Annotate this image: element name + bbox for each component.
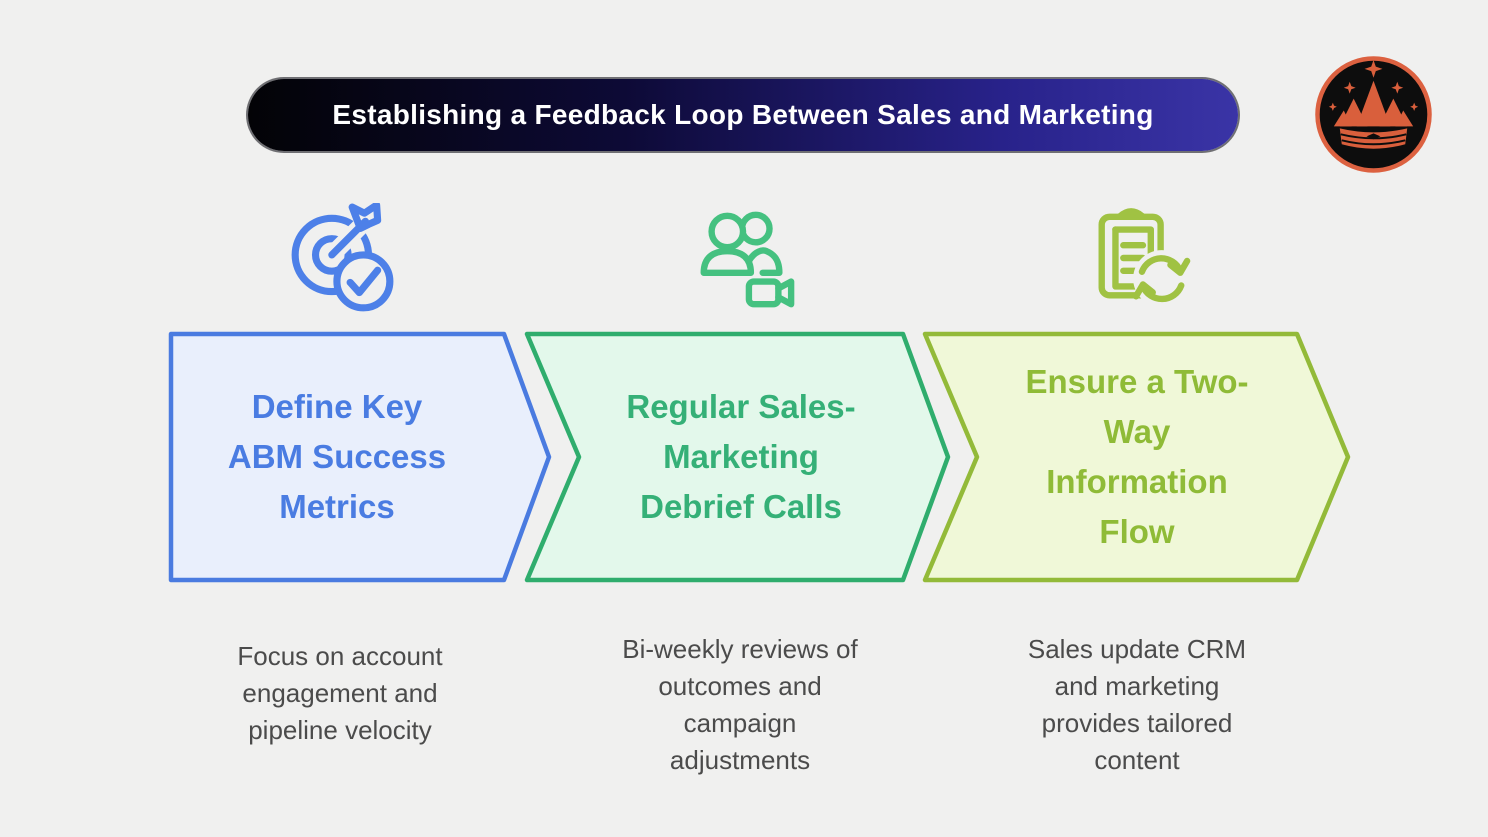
title-banner: Establishing a Feedback Loop Between Sal… bbox=[248, 79, 1238, 151]
clipboard-sync-icon bbox=[1098, 208, 1191, 308]
page-title: Establishing a Feedback Loop Between Sal… bbox=[332, 99, 1154, 130]
step-chevron-2 bbox=[524, 331, 951, 583]
step-chevron-1 bbox=[168, 331, 552, 583]
people-video-call-icon bbox=[700, 211, 795, 308]
logo-stars bbox=[1328, 59, 1419, 111]
target-arrow-check-icon bbox=[291, 203, 394, 312]
crown-mountains-logo bbox=[1315, 56, 1432, 173]
step-chevron-3 bbox=[922, 331, 1351, 583]
